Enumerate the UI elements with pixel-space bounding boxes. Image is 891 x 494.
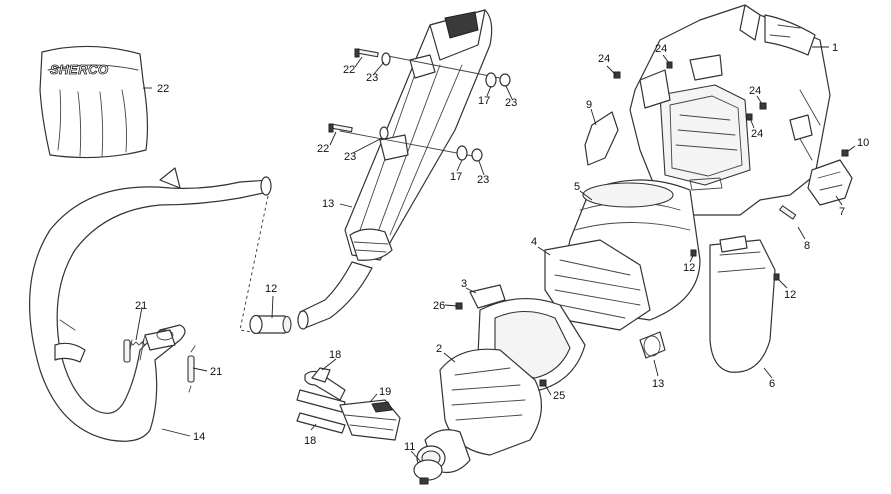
callout-6: 6	[769, 378, 775, 390]
silencer-muffler-part	[297, 9, 493, 330]
callout-22: 22	[157, 83, 169, 95]
bolt-upper-part	[354, 48, 379, 58]
callout-9: 9	[586, 99, 592, 111]
callout-5: 5	[574, 181, 580, 193]
spring-left-part	[123, 335, 146, 363]
airbox-cover-part	[416, 348, 543, 473]
clip-bracket-part	[807, 149, 853, 206]
filter-clip-part	[455, 284, 506, 310]
callout-17: 17	[478, 95, 490, 107]
callout-26: 26	[433, 300, 445, 312]
callout-11: 11	[404, 441, 415, 453]
callout-3: 3	[461, 278, 467, 290]
callout-labels: 22 22 23 17 23 22 23 17 23 13 12 21 21 1…	[135, 42, 869, 453]
callout-14: 14	[193, 431, 205, 443]
callout-2: 2	[436, 343, 442, 355]
fasteners-24-group	[613, 61, 767, 121]
callout-24: 24	[655, 43, 667, 55]
callout-22: 22	[343, 64, 355, 76]
screw-25-part	[539, 379, 547, 387]
callout-18: 18	[329, 349, 341, 361]
brand-logo-text: SHERCO	[50, 62, 109, 77]
callout-23: 23	[366, 72, 378, 84]
callout-23: 23	[505, 97, 517, 109]
mud-flap-part	[709, 235, 776, 373]
callout-24: 24	[598, 53, 610, 65]
callout-24: 24	[749, 85, 761, 97]
callout-22: 22	[317, 143, 329, 155]
callout-10: 10	[857, 137, 869, 149]
filter-cage-part	[544, 239, 651, 331]
seat-cover-part: SHERCO	[39, 45, 149, 159]
callout-8: 8	[804, 240, 810, 252]
callout-21: 21	[210, 366, 222, 378]
bolt-axis-lower	[339, 130, 479, 158]
hose-clamp-part	[413, 459, 443, 485]
fasteners-12-group	[690, 249, 780, 281]
callout-12: 12	[784, 289, 796, 301]
callout-23: 23	[477, 174, 489, 186]
callout-12: 12	[265, 283, 277, 295]
spring-right-part	[187, 345, 196, 393]
airbox-rear-fender-part	[629, 4, 831, 216]
callout-18: 18	[304, 435, 316, 447]
washers-group	[379, 52, 511, 162]
callout-23: 23	[344, 151, 356, 163]
vent-hose-part	[296, 367, 346, 434]
leader-lines	[135, 46, 856, 463]
callout-4: 4	[531, 236, 537, 248]
callout-19: 19	[379, 386, 391, 398]
assembly-dashed-line	[239, 195, 269, 334]
callout-13: 13	[652, 378, 664, 390]
callout-24: 24	[751, 128, 763, 140]
callout-21: 21	[135, 300, 147, 312]
small-clip-part	[639, 331, 666, 359]
screw-part	[779, 205, 797, 220]
callout-7: 7	[839, 206, 845, 218]
coupling-sleeve-part	[249, 314, 292, 335]
side-plate-part	[584, 111, 619, 166]
air-filter-part	[566, 179, 701, 321]
bolt-axis-upper	[387, 55, 501, 79]
check-valve-part	[339, 399, 401, 441]
callout-12: 12	[683, 262, 695, 274]
callout-25: 25	[553, 390, 565, 402]
exhaust-header-pipe-part	[29, 167, 272, 442]
bolt-lower-part	[328, 123, 353, 133]
callout-1: 1	[832, 42, 838, 54]
callout-17: 17	[450, 171, 462, 183]
callout-13: 13	[322, 198, 334, 210]
